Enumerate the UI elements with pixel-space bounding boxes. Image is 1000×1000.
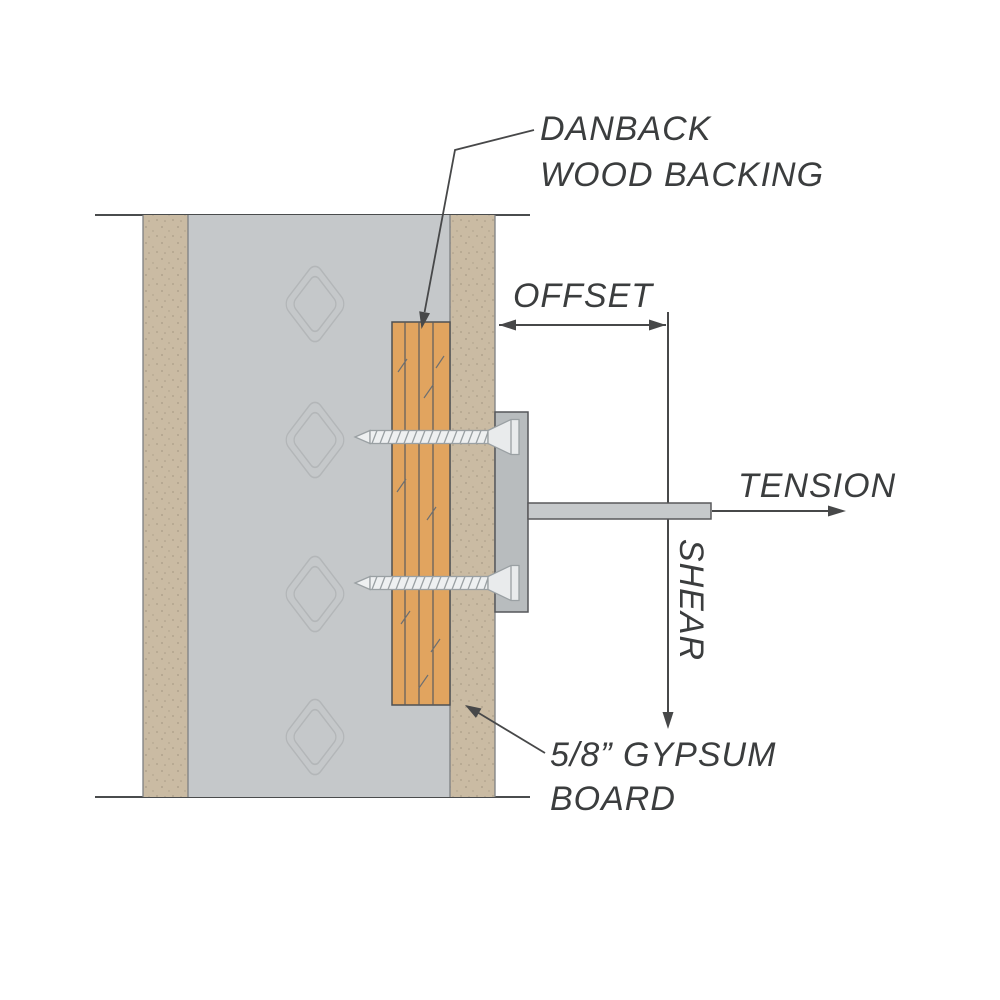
shear-arrow-down [662, 712, 674, 729]
offset-dimension: OFFSET [499, 277, 666, 331]
offset-arrow-left [499, 319, 516, 331]
gypsum-label-line1: 5/8” GYPSUM [550, 736, 776, 774]
wood-backing-board [391, 321, 451, 706]
danback-label-line2: WOOD BACKING [540, 156, 824, 194]
danback-callout: DANBACK WOOD BACKING [419, 110, 824, 329]
danback-leader-arrow [419, 311, 430, 329]
wood-grain-marks [396, 355, 445, 689]
gypsum-leader-arrow [465, 705, 482, 718]
offset-label: OFFSET [513, 277, 654, 315]
danback-label-line1: DANBACK [540, 110, 712, 148]
tension-annotation: TENSION [712, 467, 896, 517]
danback-leader-line [423, 129, 535, 313]
threaded-rod [527, 502, 712, 520]
shear-label: SHEAR [672, 539, 710, 661]
gypsum-board-left-texture [143, 215, 188, 797]
gypsum-callout: 5/8” GYPSUM BOARD [465, 705, 776, 818]
tension-arrow-right [828, 505, 846, 517]
shear-annotation: SHEAR [662, 312, 710, 729]
gypsum-board-right-texture [450, 215, 495, 797]
wood-backing [391, 321, 451, 706]
gypsum-leader-line [476, 711, 546, 754]
gypsum-label-line2: BOARD [550, 780, 676, 818]
offset-arrow-right [649, 319, 666, 331]
tension-label: TENSION [738, 467, 896, 505]
